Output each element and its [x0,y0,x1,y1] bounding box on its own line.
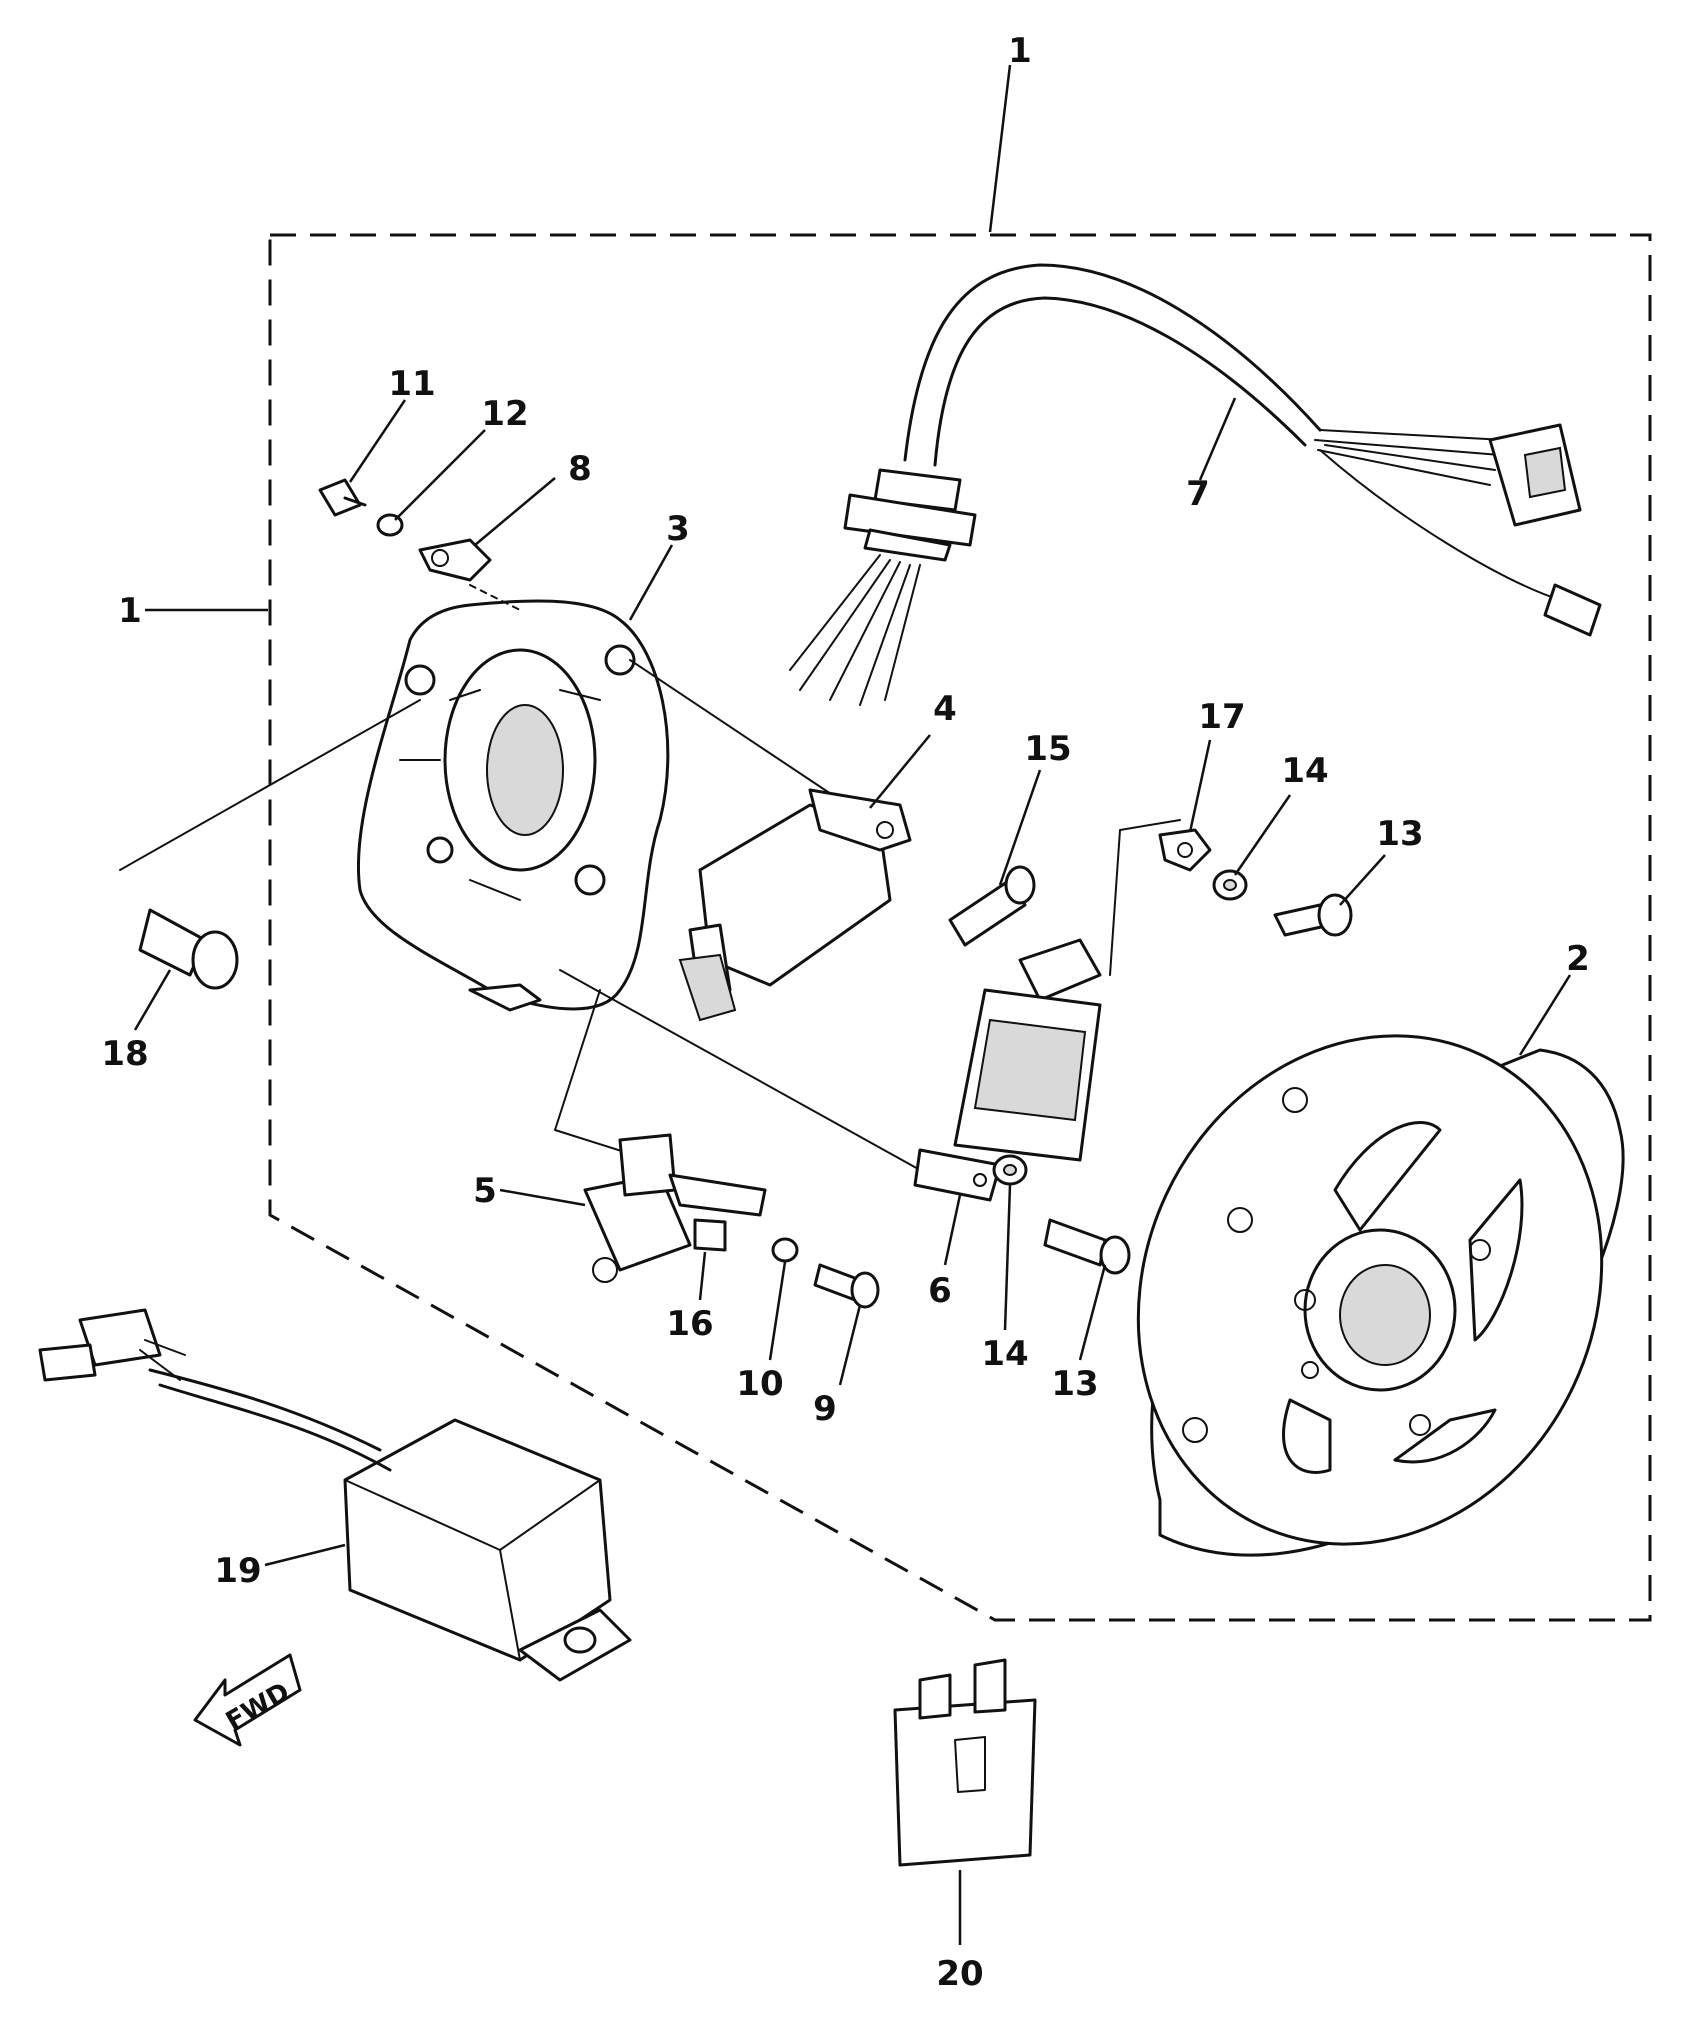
callout-15: 15 [1024,729,1071,769]
contact-breaker-5 [583,1133,767,1283]
flywheel-rotor-2 [1136,1034,1625,1557]
leader-3 [628,544,674,621]
callout-1-top: 1 [1008,31,1032,71]
screw-15 [948,865,1036,947]
leader-2 [1518,974,1572,1056]
cdi-unit-19 [38,1308,632,1682]
callout-4: 4 [933,689,957,729]
callout-5: 5 [473,1171,497,1211]
callout-2: 2 [1566,939,1590,979]
leader-16 [698,1251,707,1301]
wire-harness [789,263,1602,706]
screw-9 [813,1263,880,1309]
callout-7: 7 [1186,474,1210,514]
align-line-5 [554,989,651,1161]
leader-15 [998,769,1042,886]
callout-11: 11 [388,364,435,404]
leader-5 [499,1188,586,1207]
callout-1-left: 1 [118,591,142,631]
screw-13-upper [1273,893,1353,937]
leader-10 [768,1261,787,1361]
leader-18 [133,969,172,1031]
leader-6 [943,1194,962,1266]
leader-11 [348,399,407,483]
coil-6 [913,938,1102,1202]
callout-9: 9 [813,1389,837,1429]
callout-3: 3 [666,509,690,549]
clip-17 [1158,828,1212,872]
washer-10 [771,1237,799,1263]
align-line-3-4 [629,659,841,801]
leader-13-upper [1339,854,1386,906]
callout-14-upper: 14 [1281,751,1328,791]
coil-4 [678,788,912,1022]
shim-16 [693,1218,727,1252]
washer-14-lower [992,1154,1028,1186]
leader-1-top [988,64,1012,233]
callout-13-lower: 13 [1051,1364,1098,1404]
callout-6: 6 [928,1271,952,1311]
align-line-18 [119,699,421,871]
leader-19 [264,1543,346,1567]
assembly-boundary [268,233,1652,1622]
fuse-20 [893,1658,1037,1867]
callout-20: 20 [936,1954,983,1994]
leader-9 [838,1304,862,1386]
screw-13-lower [1043,1218,1131,1275]
align-line-17 [1109,819,1181,976]
washer-14-upper [1212,869,1248,901]
callout-14-lower: 14 [981,1334,1028,1374]
leader-14-lower [1003,1184,1012,1331]
callout-18: 18 [101,1034,148,1074]
screw-18 [138,908,239,990]
align-line-6 [559,969,921,1171]
callout-16: 16 [666,1304,713,1344]
leader-8 [474,477,556,546]
leader-14-upper [1233,794,1292,876]
align-line-8 [469,584,521,611]
callout-10: 10 [736,1364,783,1404]
leader-13-lower [1078,1264,1107,1361]
clip-8 [418,538,492,582]
callout-12: 12 [481,394,528,434]
leader-17 [1188,739,1212,833]
stator-plate [356,599,670,1012]
leader-7 [1198,397,1237,481]
callout-13-upper: 13 [1376,814,1423,854]
callout-17: 17 [1198,697,1245,737]
leader-12 [394,429,486,521]
leader-4 [869,734,931,809]
screw-11 [318,478,367,517]
fwd-arrow: FWD [193,1653,302,1747]
callout-19: 19 [214,1551,261,1591]
callout-8: 8 [568,449,592,489]
